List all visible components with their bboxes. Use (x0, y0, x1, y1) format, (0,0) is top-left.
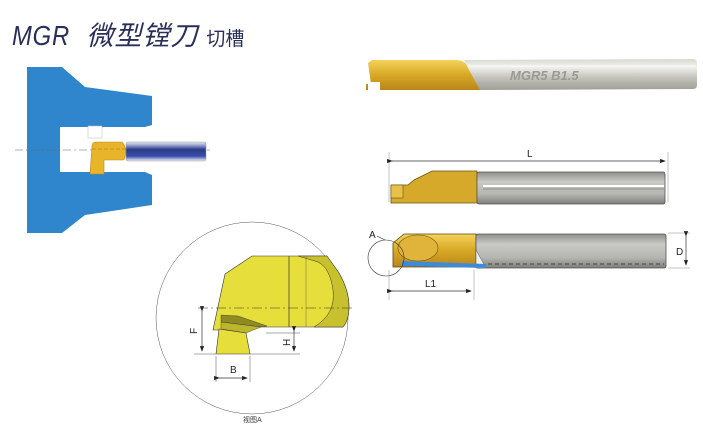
product-photo: MGR5 B1.5 (366, 59, 697, 90)
label-L1: L1 (425, 279, 437, 290)
title-model: MGR (12, 20, 71, 51)
label-A: A (369, 230, 376, 241)
label-D: D (676, 247, 683, 258)
label-H: H (282, 339, 293, 346)
detail-caption: 视图A (243, 415, 262, 424)
label-F: F (189, 328, 200, 334)
engraving-text: MGR5 B1.5 (510, 68, 579, 83)
side-view-drawing: L (387, 149, 669, 205)
detail-view-a: F H B 视图A (155, 221, 355, 424)
boring-bar-in-bore (89, 141, 207, 175)
title-subtitle: 切槽 (206, 28, 245, 50)
label-L: L (527, 149, 533, 160)
label-B: B (230, 365, 237, 376)
title-name: 微型镗刀 (86, 21, 199, 52)
top-view-drawing: A L1 D (367, 230, 690, 300)
page-title: MGR 微型镗刀 切槽 (12, 14, 244, 53)
